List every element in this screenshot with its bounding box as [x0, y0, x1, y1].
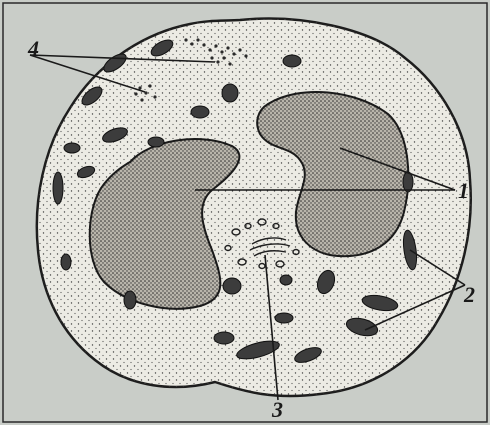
label-4: 4 [27, 36, 39, 61]
label-3: 3 [271, 397, 283, 422]
label-1: 1 [458, 178, 469, 203]
label-2: 2 [463, 282, 475, 307]
